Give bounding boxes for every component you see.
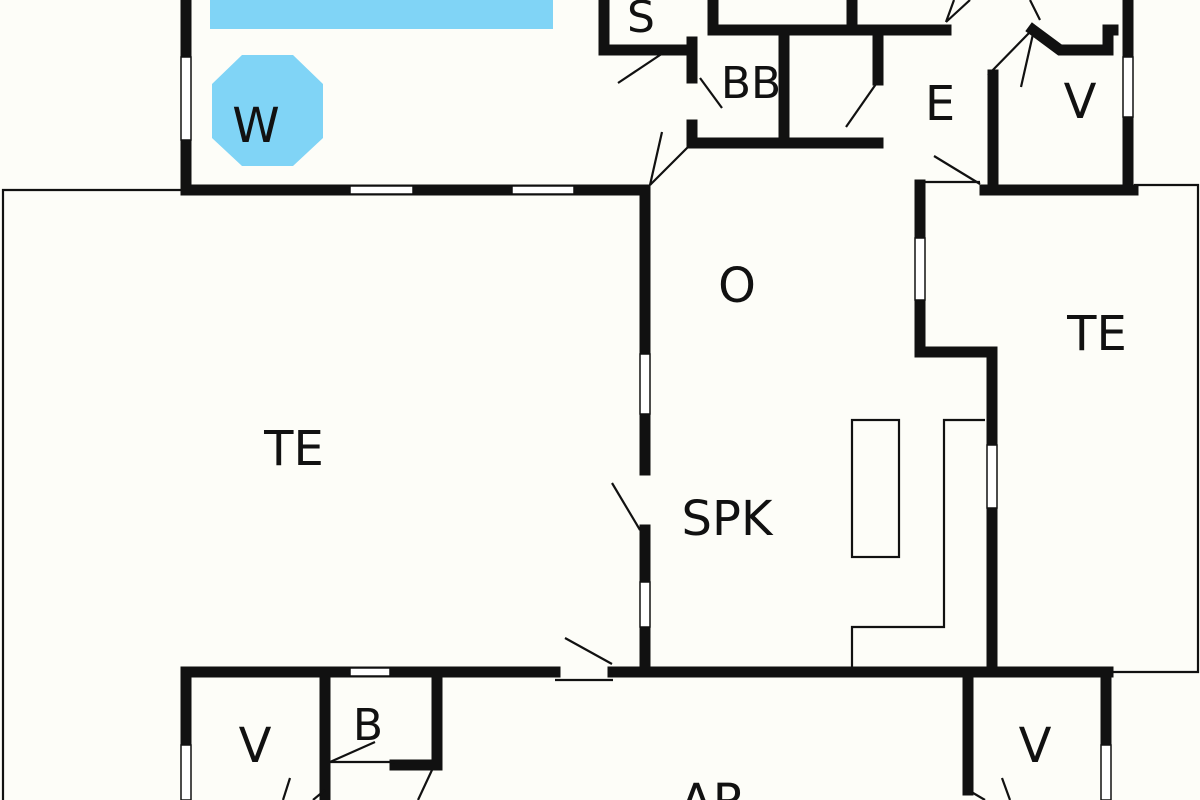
- terrace-left-outline: [1, 188, 184, 800]
- room-label-sauna: S: [627, 0, 655, 43]
- doors: [281, 0, 1041, 800]
- room-label-living: O: [718, 258, 756, 314]
- pool: [210, 0, 553, 29]
- room-label-hallway: AR: [680, 774, 746, 800]
- whirlpool: [212, 55, 323, 166]
- room-label-terrace-left: TE: [263, 421, 324, 477]
- room-label-entrance: E: [925, 76, 955, 132]
- room-labels: TE TE O SPK E V BB S V B V AR W: [232, 0, 1127, 800]
- room-label-terrace-right: TE: [1066, 306, 1127, 362]
- windows: [180, 56, 1134, 800]
- kitchen-counter: [850, 418, 985, 667]
- room-label-bedroom-bottom-right: V: [1019, 718, 1052, 774]
- room-label-bathroom: BB: [721, 58, 781, 109]
- whirlpool-label: W: [232, 98, 279, 154]
- terrace-right-outline: [1110, 183, 1200, 674]
- room-label-bedroom-bottom-left: V: [239, 718, 272, 774]
- room-label-bath-small: B: [353, 700, 383, 751]
- room-label-kitchen: SPK: [682, 491, 774, 547]
- room-label-bedroom-top-right: V: [1064, 74, 1097, 130]
